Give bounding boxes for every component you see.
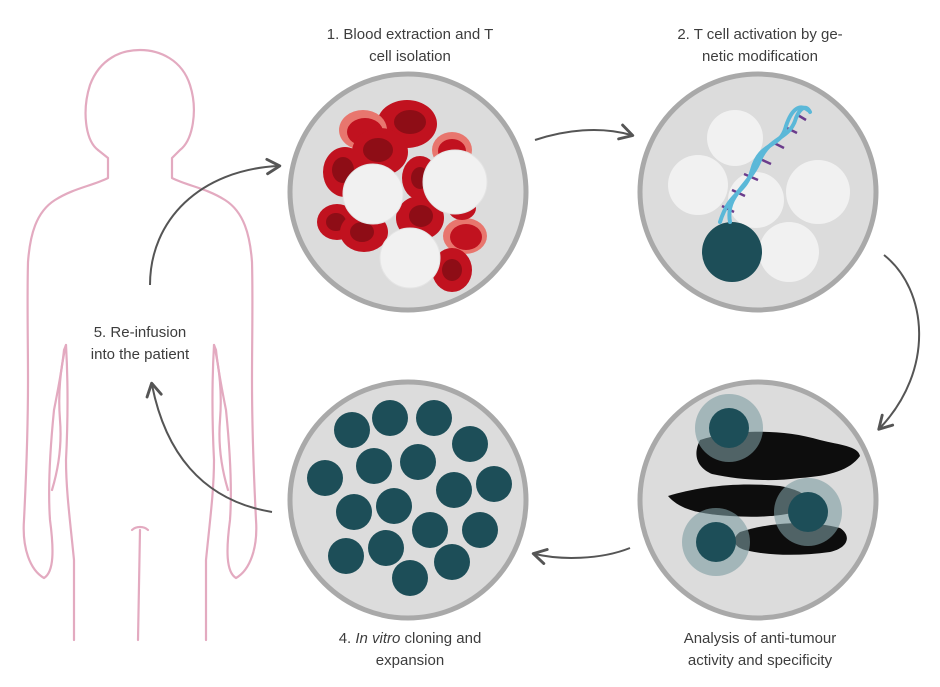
cycle-arrow-icon <box>145 123 921 565</box>
step1-label: 1. Blood extraction and T cell isolation <box>326 26 494 65</box>
body-silhouette-icon <box>22 48 258 642</box>
t-cell-halos <box>682 394 842 576</box>
expanded-t-cells <box>307 400 512 596</box>
dish-blood-extraction <box>287 71 529 313</box>
step2-label: 2. T cell activation by ge- netic modifi… <box>677 26 843 65</box>
dish-tumour-analysis <box>637 379 879 621</box>
dish-genetic-modification <box>637 71 879 313</box>
white-blood-cells <box>342 149 488 289</box>
modified-t-cell <box>702 222 762 282</box>
dna-helix-icon <box>718 105 812 224</box>
dish-cloning-expansion <box>287 379 529 621</box>
step3-label: Analysis of anti-tumour activity and spe… <box>683 630 837 669</box>
step5-label: 5. Re-infusion into the patient <box>90 324 190 363</box>
step4-label: 4. In vitro cloning and expansion <box>338 630 482 669</box>
red-blood-cells <box>317 100 487 292</box>
